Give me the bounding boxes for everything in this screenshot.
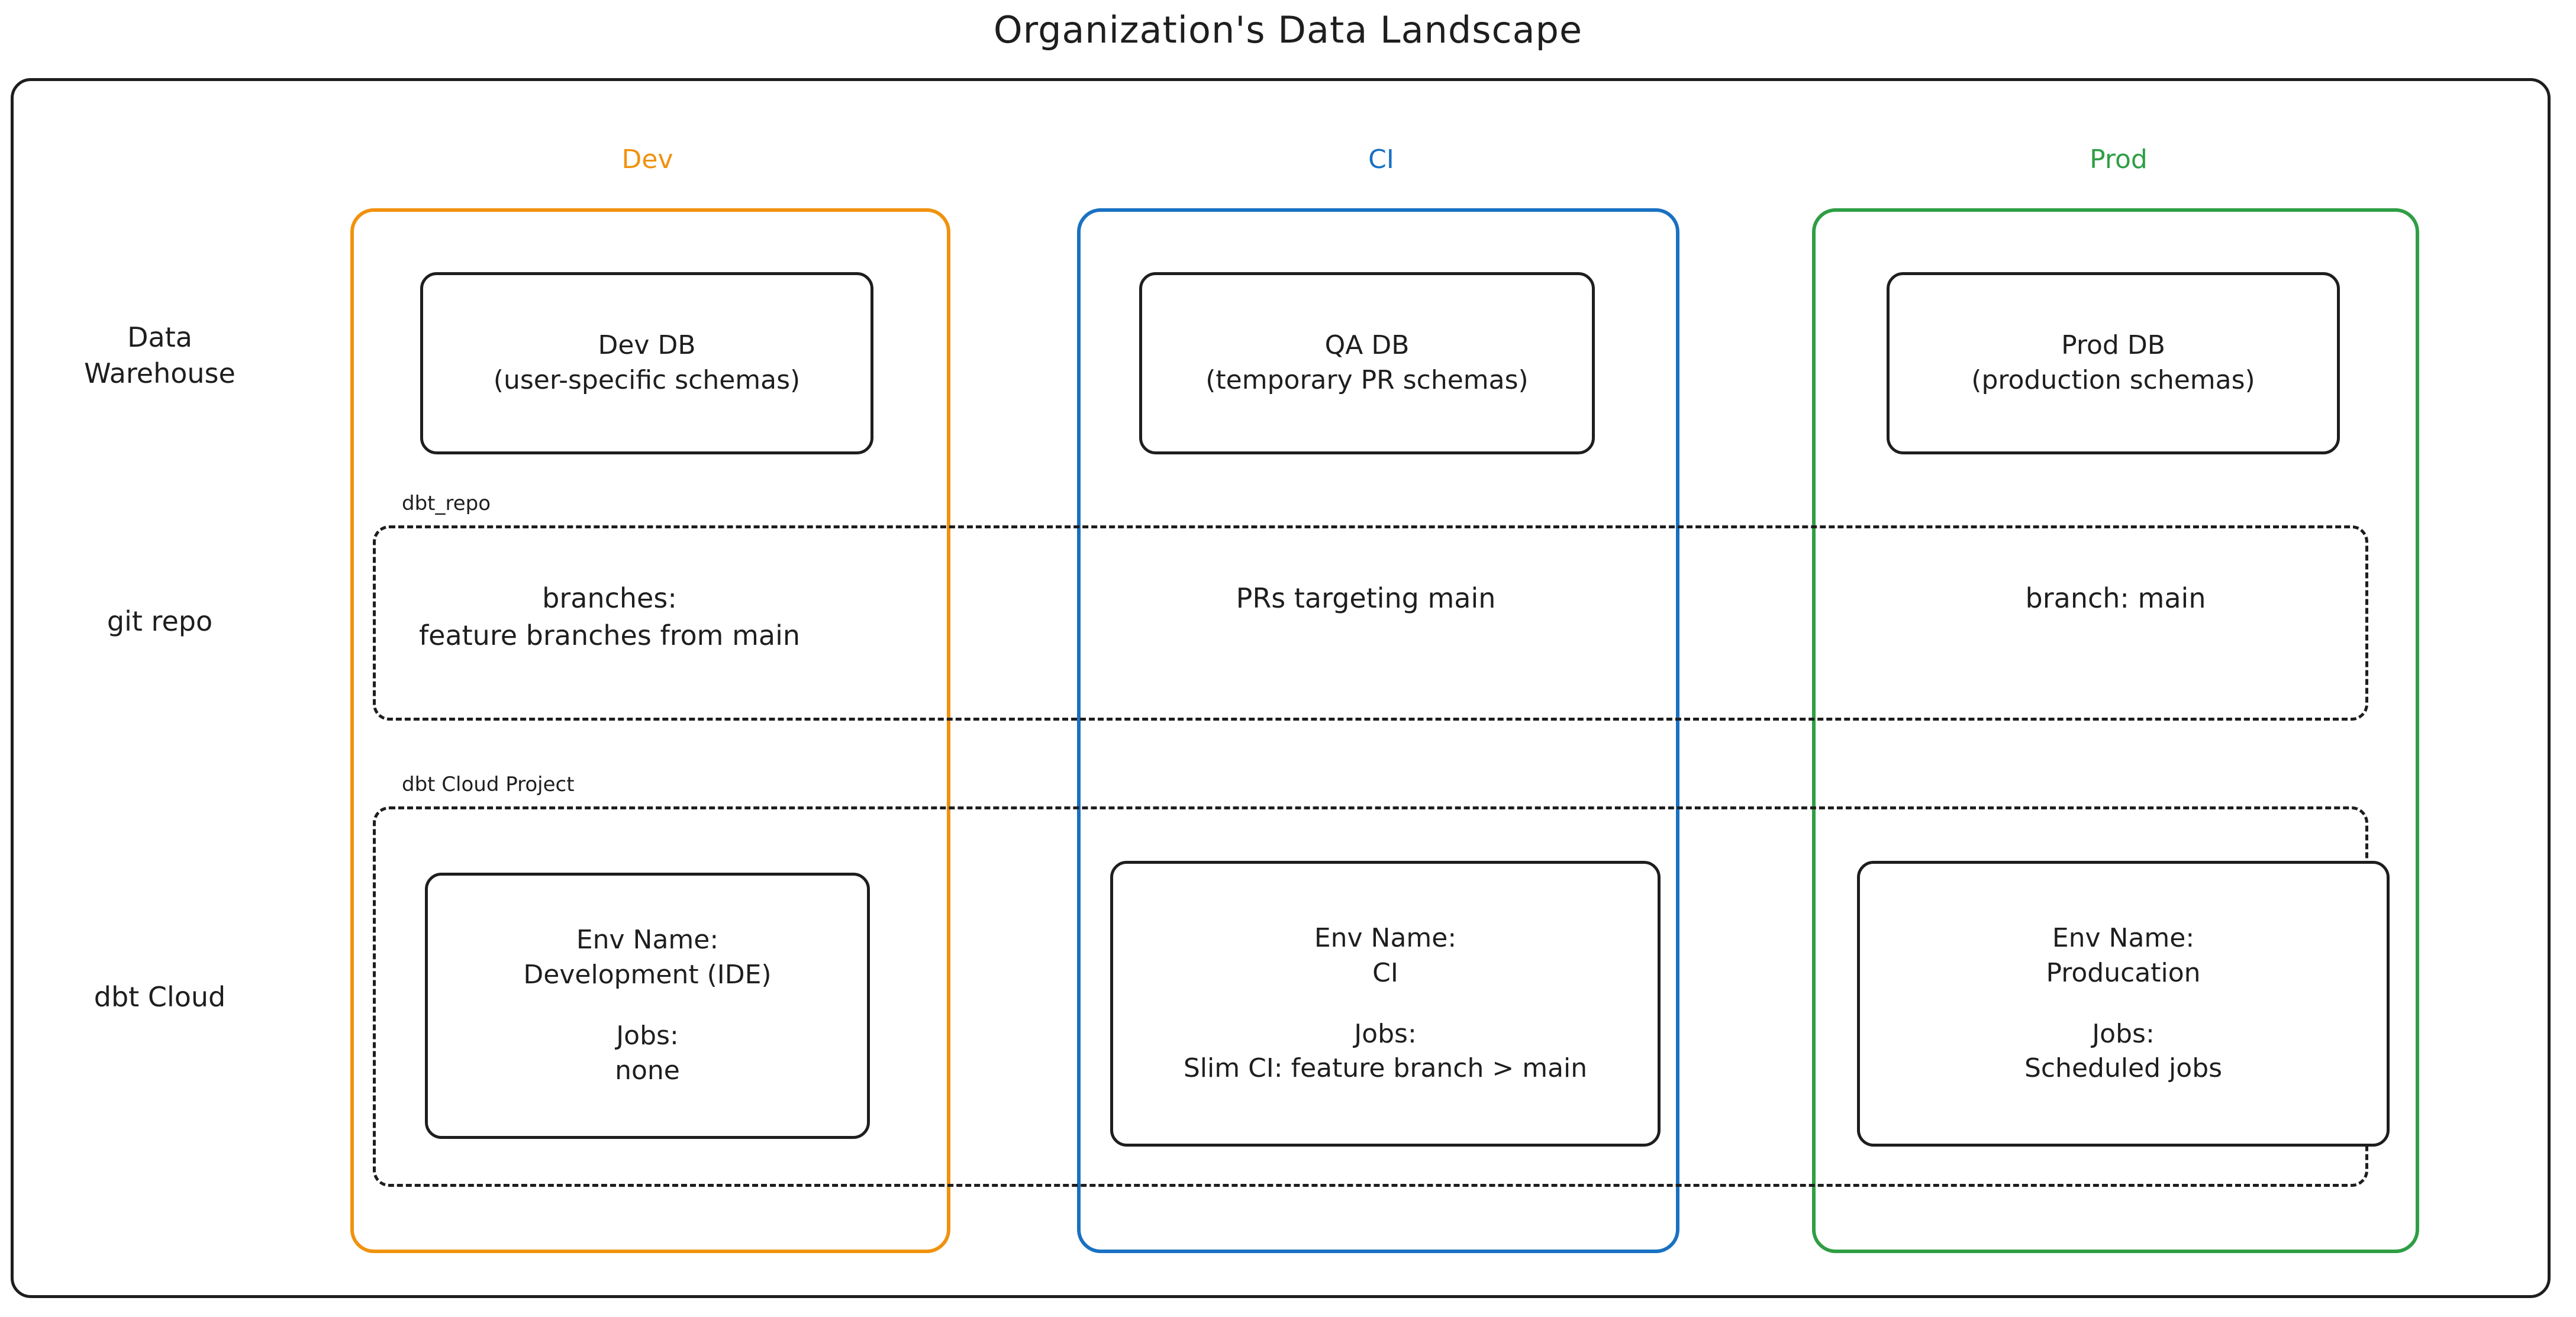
environment-container-dev bbox=[350, 208, 950, 1253]
node-qa-db[interactable]: QA DB (temporary PR schemas) bbox=[1139, 272, 1595, 454]
node-dev-db-line1: Dev DB bbox=[598, 330, 696, 361]
git-cell-ci: PRs targeting main bbox=[1100, 580, 1632, 617]
row-label-dbt-cloud-line1: dbt Cloud bbox=[94, 981, 226, 1013]
row-label-dbt-cloud: dbt Cloud bbox=[36, 979, 284, 1015]
node-dbt-env-prod-jobs-value: Scheduled jobs bbox=[2024, 1053, 2223, 1084]
node-dbt-env-ci[interactable]: Env Name: CI Jobs: Slim CI: feature bran… bbox=[1110, 861, 1661, 1147]
column-header-ci: CI bbox=[1368, 144, 1394, 175]
group-dbt-repo: dbt_repo bbox=[373, 492, 2368, 721]
git-cell-dev: branches: feature branches from main bbox=[379, 580, 840, 654]
node-prod-db[interactable]: Prod DB (production schemas) bbox=[1887, 272, 2340, 454]
diagram-outer-frame bbox=[11, 78, 2551, 1298]
row-label-data-warehouse-line1: Data bbox=[127, 321, 192, 353]
node-dbt-env-prod[interactable]: Env Name: Producation Jobs: Scheduled jo… bbox=[1857, 861, 2390, 1147]
git-cell-dev-line2: feature branches from main bbox=[418, 619, 801, 651]
row-label-data-warehouse: Data Warehouse bbox=[36, 319, 284, 391]
group-dbt-cloud-project-label: dbt Cloud Project bbox=[397, 773, 579, 796]
column-header-dev: Dev bbox=[621, 144, 673, 175]
environment-container-prod bbox=[1812, 208, 2419, 1253]
node-prod-db-line1: Prod DB bbox=[2061, 330, 2165, 361]
node-dbt-env-prod-env-label: Env Name: bbox=[2052, 922, 2195, 953]
row-label-git-repo-line1: git repo bbox=[107, 605, 213, 637]
node-dbt-env-dev-env-label: Env Name: bbox=[576, 925, 719, 956]
git-cell-prod-line1: branch: main bbox=[2025, 582, 2206, 614]
node-dbt-env-dev[interactable]: Env Name: Development (IDE) Jobs: none bbox=[425, 873, 870, 1139]
node-dbt-env-ci-jobs-value: Slim CI: feature branch > main bbox=[1183, 1053, 1588, 1084]
node-dbt-env-ci-env-label: Env Name: bbox=[1314, 922, 1457, 953]
row-label-data-warehouse-line2: Warehouse bbox=[84, 357, 236, 389]
node-dbt-env-ci-env-value: CI bbox=[1372, 957, 1398, 988]
node-dbt-env-dev-jobs-label: Jobs: bbox=[616, 1021, 679, 1051]
group-dbt-repo-label: dbt_repo bbox=[397, 492, 496, 515]
node-dbt-env-prod-jobs-label: Jobs: bbox=[2092, 1018, 2155, 1049]
node-dbt-env-ci-jobs-label: Jobs: bbox=[1354, 1018, 1417, 1049]
node-dbt-env-dev-jobs-value: none bbox=[615, 1055, 680, 1086]
node-dev-db[interactable]: Dev DB (user-specific schemas) bbox=[420, 272, 873, 454]
row-label-git-repo: git repo bbox=[36, 603, 284, 640]
git-cell-dev-line1: branches: bbox=[542, 582, 677, 614]
node-dbt-env-dev-env-value: Development (IDE) bbox=[523, 960, 772, 990]
node-qa-db-line2: (temporary PR schemas) bbox=[1205, 365, 1529, 395]
node-dev-db-line2: (user-specific schemas) bbox=[493, 365, 801, 395]
git-cell-ci-line1: PRs targeting main bbox=[1236, 582, 1496, 614]
git-cell-prod: branch: main bbox=[1840, 580, 2391, 617]
node-dbt-env-prod-env-value: Producation bbox=[2046, 957, 2201, 988]
page-title: Organization's Data Landscape bbox=[993, 8, 1583, 51]
column-header-prod: Prod bbox=[2090, 144, 2148, 175]
node-qa-db-line1: QA DB bbox=[1324, 330, 1410, 361]
environment-container-ci bbox=[1077, 208, 1679, 1253]
node-prod-db-line2: (production schemas) bbox=[1971, 365, 2255, 395]
